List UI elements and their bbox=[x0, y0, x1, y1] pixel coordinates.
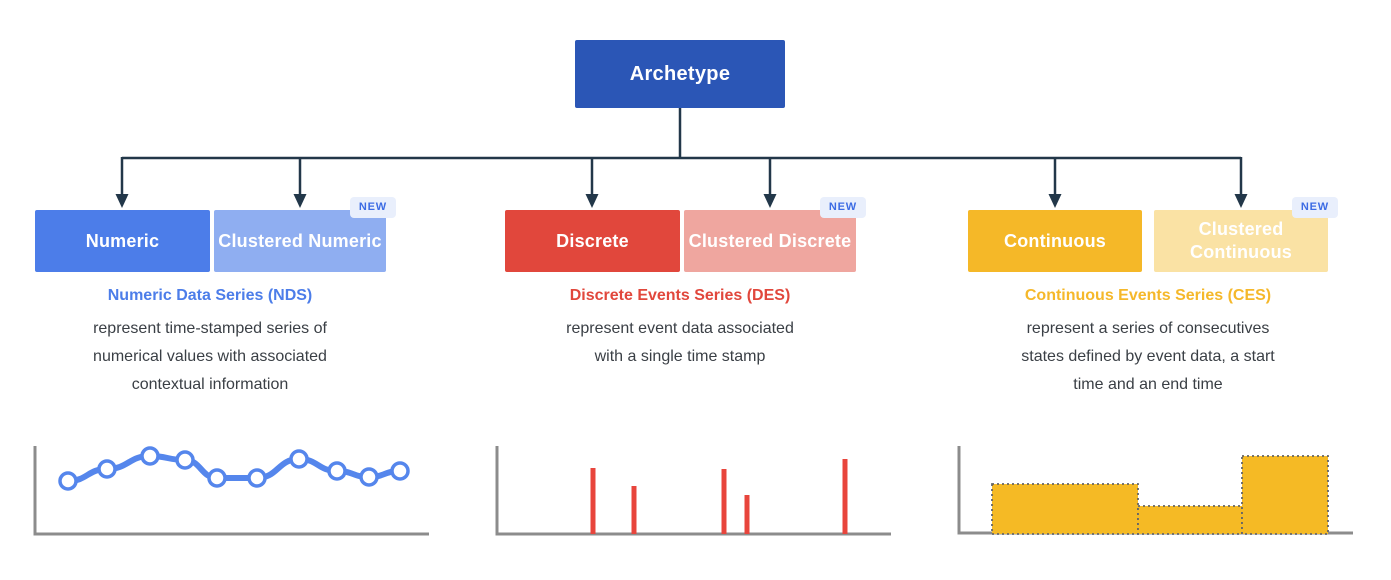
description-line: numerical values with associated bbox=[93, 348, 327, 365]
clustered-continuous-node: Clustered Continuous NEW bbox=[1154, 197, 1338, 272]
continuous-description: Continuous Events Series (CES) represent… bbox=[958, 285, 1338, 399]
description-line: contextual information bbox=[131, 376, 289, 393]
continuous-node: Continuous bbox=[968, 210, 1142, 272]
new-badge: NEW bbox=[1291, 197, 1338, 218]
numeric-column: Numeric Clustered Numeric NEW bbox=[35, 197, 396, 272]
description-line: represent a series of consecutives bbox=[1026, 320, 1270, 337]
archetype-root-node: Archetype bbox=[575, 40, 785, 108]
continuous-box-row: Continuous Clustered Continuous NEW bbox=[968, 197, 1338, 272]
discrete-node: Discrete bbox=[505, 210, 680, 272]
numeric-heading: Numeric Data Series (NDS) bbox=[107, 287, 313, 304]
clustered-discrete-node: Clustered Discrete NEW bbox=[684, 197, 866, 272]
numeric-example-chart bbox=[33, 446, 429, 536]
clustered-numeric-node: Clustered Numeric NEW bbox=[214, 197, 396, 272]
description-line: represent time-stamped series of bbox=[93, 320, 327, 337]
continuous-example-chart bbox=[957, 446, 1353, 535]
discrete-column: Discrete Clustered Discrete NEW bbox=[505, 197, 866, 272]
discrete-description: Discrete Events Series (DES) represent e… bbox=[490, 285, 870, 371]
description-line: time and an end time bbox=[1073, 376, 1223, 393]
description-line: states defined by event data, a start bbox=[1021, 348, 1275, 365]
discrete-example-chart bbox=[495, 446, 891, 536]
description-line: represent event data associated bbox=[566, 320, 794, 337]
continuous-column: Continuous Clustered Continuous NEW bbox=[968, 197, 1338, 272]
discrete-box-row: Discrete Clustered Discrete NEW bbox=[505, 197, 866, 272]
numeric-box-row: Numeric Clustered Numeric NEW bbox=[35, 197, 396, 272]
new-badge: NEW bbox=[819, 197, 866, 218]
continuous-heading: Continuous Events Series (CES) bbox=[1024, 287, 1272, 304]
discrete-heading: Discrete Events Series (DES) bbox=[569, 287, 791, 304]
clustered-continuous-label: Clustered Continuous bbox=[1190, 219, 1292, 262]
clustered-discrete-label: Clustered Discrete bbox=[688, 230, 852, 251]
clustered-numeric-label: Clustered Numeric bbox=[218, 230, 382, 251]
new-badge: NEW bbox=[349, 197, 396, 218]
numeric-node: Numeric bbox=[35, 210, 210, 272]
numeric-description: Numeric Data Series (NDS) represent time… bbox=[20, 285, 400, 399]
arrowheads bbox=[115, 194, 1248, 208]
description-line: with a single time stamp bbox=[594, 348, 766, 365]
